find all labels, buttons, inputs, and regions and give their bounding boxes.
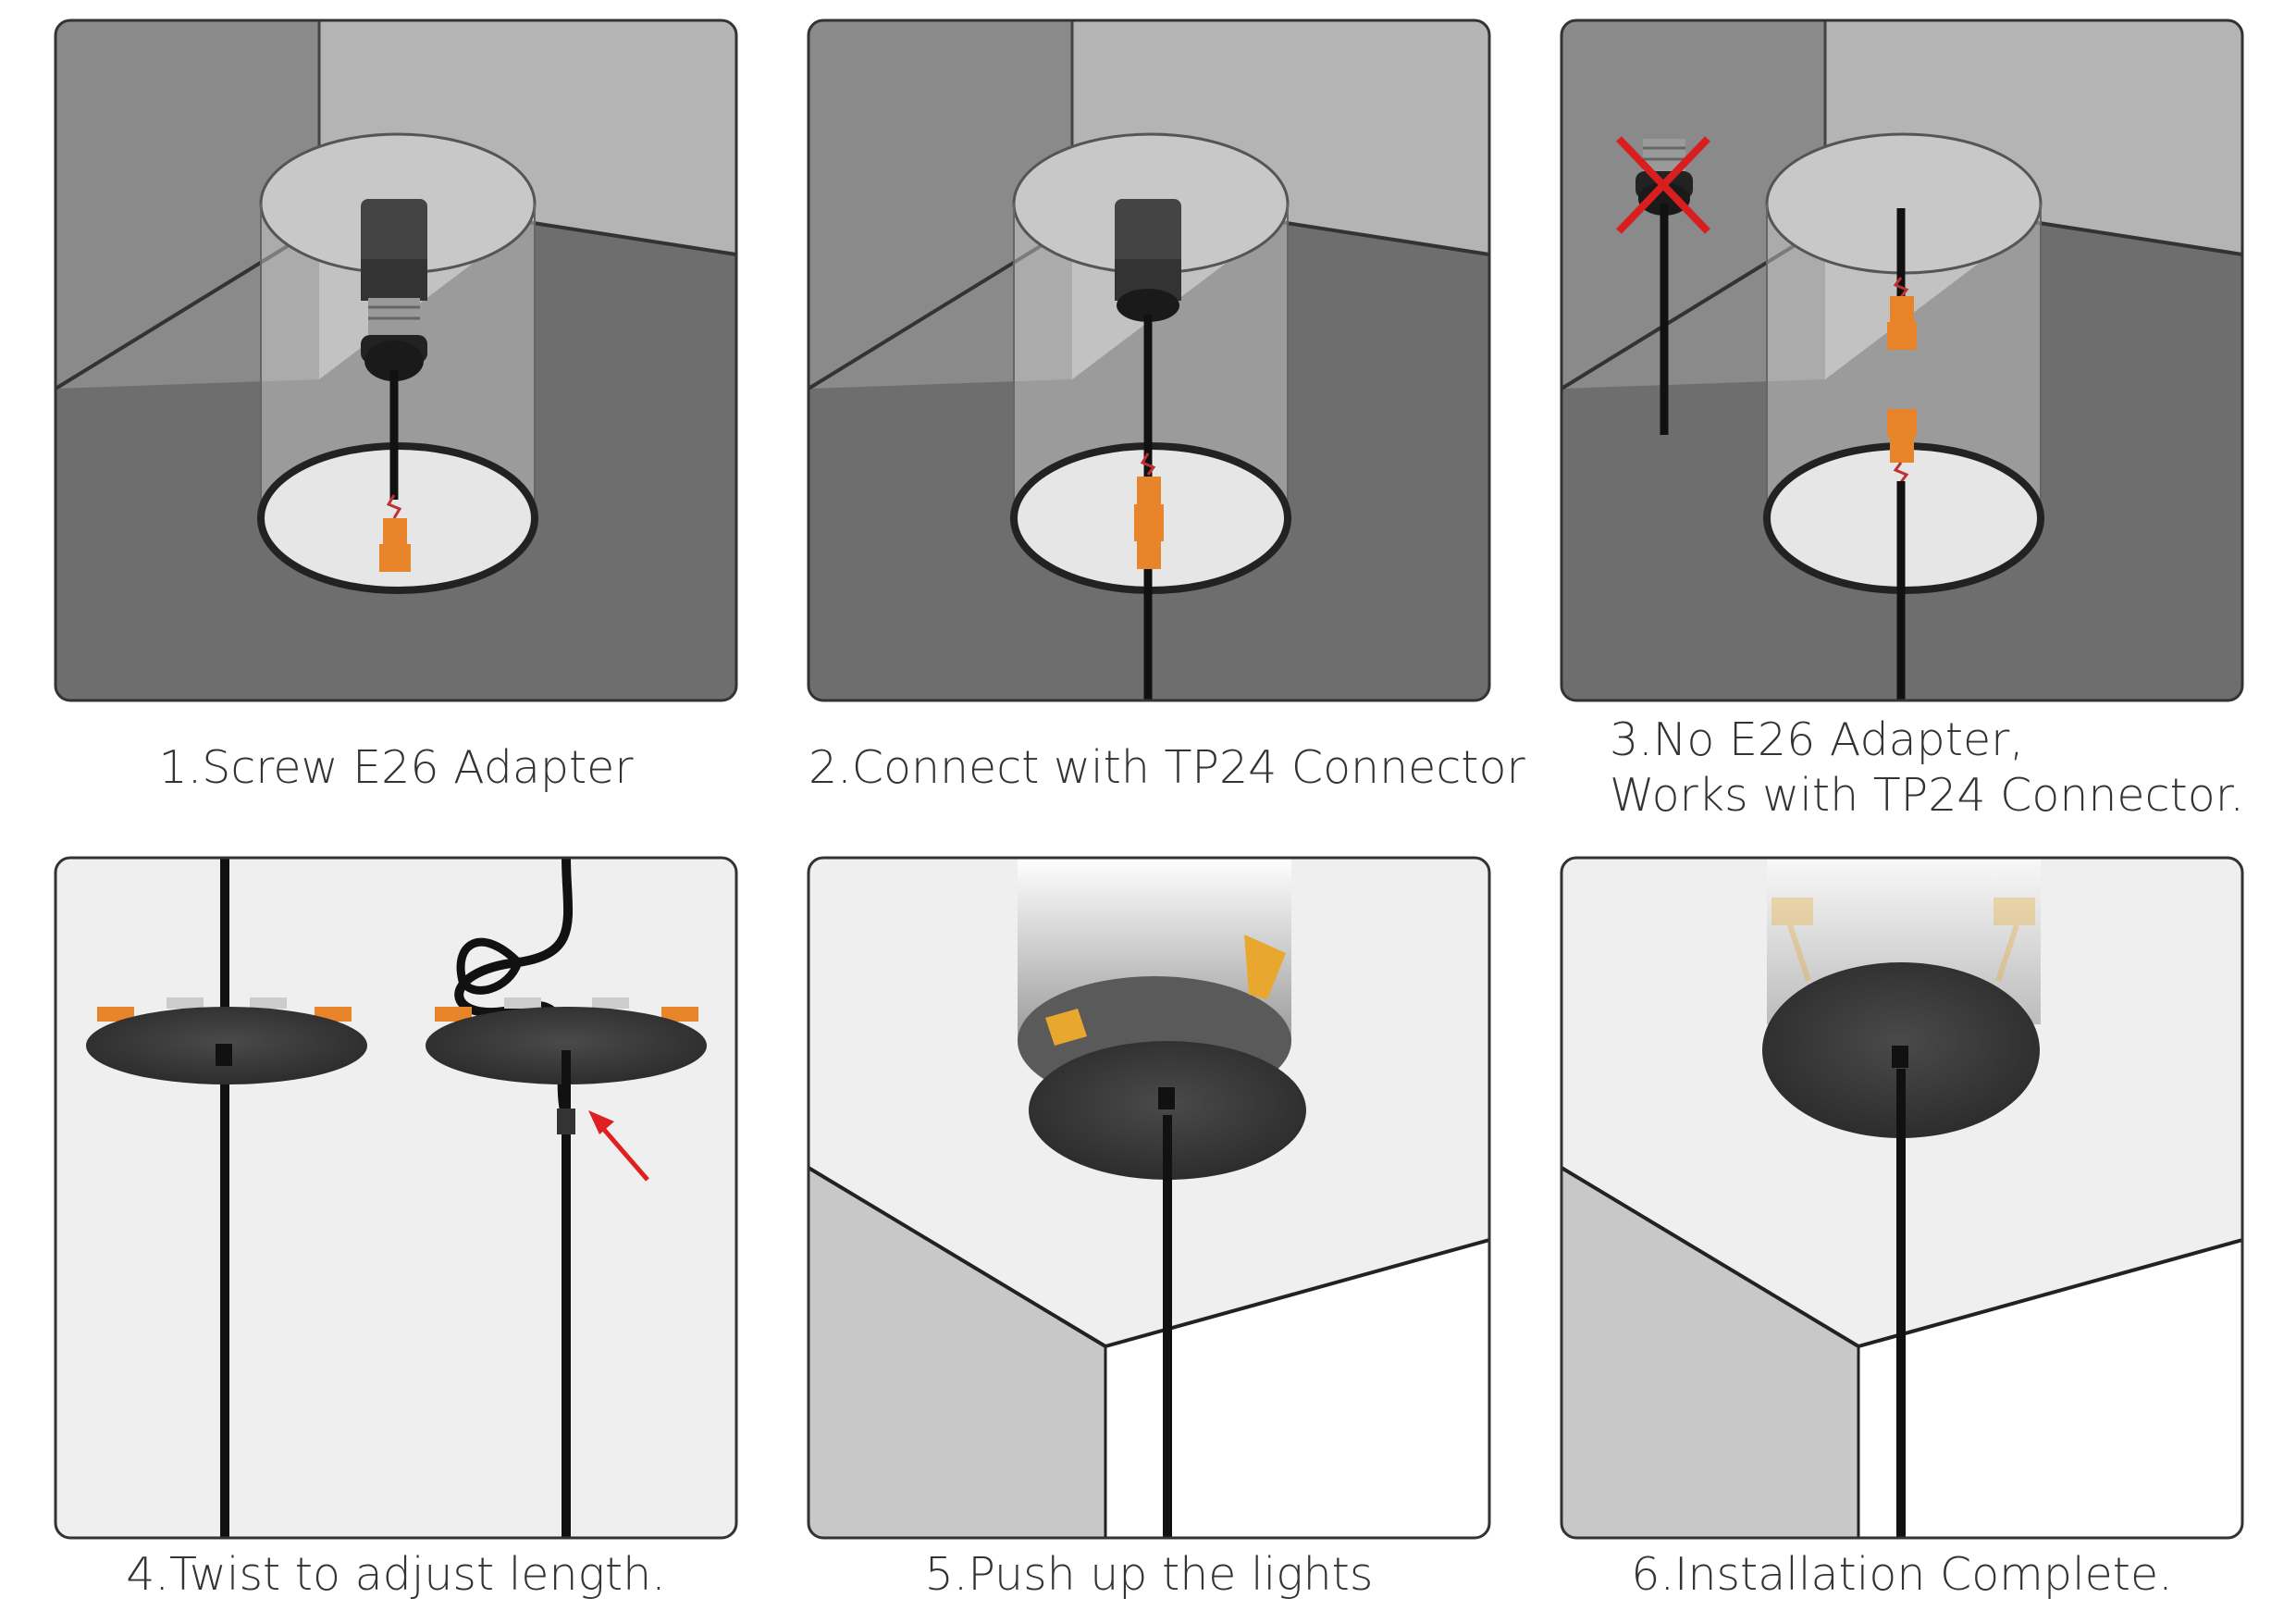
canopy-icon — [1029, 1041, 1306, 1180]
e26-adapter-icon — [368, 298, 420, 335]
step-3-caption-line-2: Works with TP24 Connector. — [1610, 769, 2244, 822]
panel-6-frame — [1560, 856, 2244, 1540]
tp24-connector-icon — [1890, 296, 1914, 322]
panel-2-frame — [807, 19, 1491, 702]
step-3-caption: 3.No E26 Adapter, Works with TP24 Connec… — [1610, 712, 2244, 824]
panel-step-5 — [809, 858, 1489, 1538]
panel-4-frame — [54, 856, 738, 1540]
panel-5-frame — [807, 856, 1491, 1540]
step-1-caption: 1.Screw E26 Adapter — [158, 741, 634, 794]
tp24-connector-icon — [1137, 477, 1161, 504]
panel-step-6 — [1562, 858, 2242, 1538]
step-2-caption: 2.Connect with TP24 Connector — [809, 741, 1525, 794]
tp24-connector-icon — [383, 518, 407, 546]
spring-clip-icon — [97, 1007, 134, 1022]
step-4-caption: 4.Twist to adjust length. — [126, 1548, 666, 1601]
step-6-caption: 6.Installation Complete. — [1631, 1548, 2173, 1601]
panel-3-frame — [1560, 19, 2244, 702]
panel-1-frame — [54, 19, 738, 702]
spring-clip-icon — [1771, 898, 2035, 982]
panel-step-1 — [56, 20, 736, 700]
red-arrow-icon — [588, 1110, 649, 1182]
step-3-caption-line-1: 3.No E26 Adapter, — [1610, 713, 2024, 766]
panel-step-4 — [56, 858, 736, 1538]
x-mark-icon — [1616, 136, 1710, 234]
panel-step-2 — [809, 20, 1489, 700]
panel-step-3 — [1562, 20, 2242, 700]
tp24-connector-icon — [1887, 409, 1917, 437]
canopy-icon — [426, 1007, 707, 1084]
step-5-caption: 5.Push up the lights — [924, 1548, 1374, 1601]
spring-clip-icon — [1045, 935, 1286, 1046]
